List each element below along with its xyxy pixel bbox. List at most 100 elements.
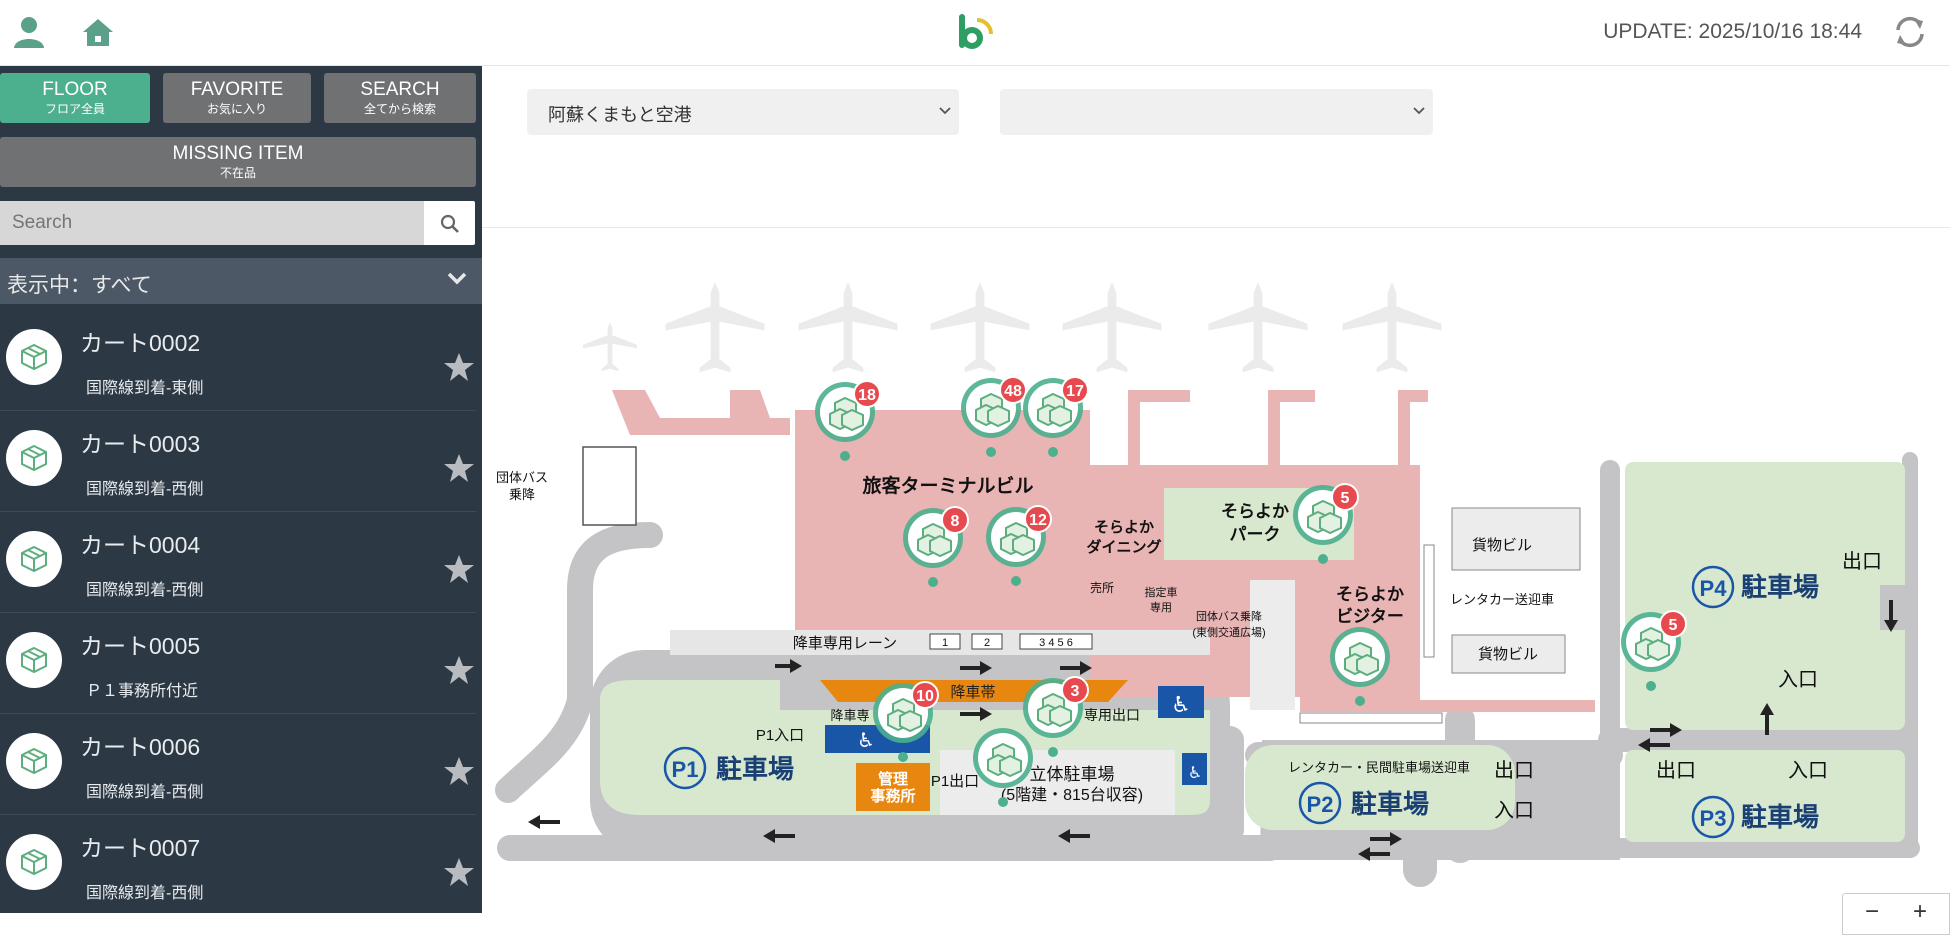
home-icon[interactable] bbox=[80, 14, 116, 50]
tab-favorite-label: FAVORITE bbox=[190, 79, 284, 100]
filter-dropdown[interactable]: 表示中：すべて bbox=[0, 258, 482, 304]
airplane-silhouettes bbox=[583, 282, 1442, 373]
cart-cluster-marker[interactable]: 18 bbox=[815, 380, 881, 461]
airplane-icon bbox=[1208, 282, 1308, 373]
missing-item-sublabel: 不在品 bbox=[219, 166, 256, 180]
missing-item-label: MISSING ITEM bbox=[172, 143, 304, 164]
search-icon bbox=[440, 214, 459, 233]
dining-building bbox=[1090, 510, 1160, 630]
cart-cluster-marker[interactable]: 48 bbox=[961, 376, 1027, 457]
arrow-down-icon bbox=[1884, 600, 1898, 632]
favorite-star-icon[interactable] bbox=[442, 350, 476, 384]
p4-parking-label: 駐車場 bbox=[1741, 572, 1819, 602]
cart-cluster-marker[interactable]: 5 bbox=[1293, 483, 1359, 564]
office-label-1: 管理 bbox=[878, 770, 908, 788]
floor-select[interactable] bbox=[1000, 89, 1433, 135]
arrow-left-icon bbox=[1638, 738, 1670, 752]
search-input[interactable] bbox=[0, 201, 424, 245]
gate-pier bbox=[1128, 390, 1140, 470]
dining-label-2: ダイニング bbox=[1086, 538, 1161, 556]
tab-search-sublabel: 全てから検索 bbox=[363, 102, 436, 116]
arrow-left-icon bbox=[763, 829, 795, 843]
zoom-out-button[interactable]: − bbox=[1865, 898, 1880, 925]
rental-bus-label: レンタカー送迎車 bbox=[1450, 592, 1554, 607]
p3-entrance-label: 入口 bbox=[1788, 760, 1828, 782]
p2-badge: P2 bbox=[1307, 792, 1334, 817]
count-badge bbox=[1061, 376, 1089, 404]
p1-parking-label: 駐車場 bbox=[716, 754, 794, 784]
airport-select-value: 阿蘇くまもと空港 bbox=[548, 105, 692, 125]
cart-cluster-marker[interactable]: 10 bbox=[873, 681, 939, 762]
count-badge bbox=[911, 681, 939, 709]
favorite-star-icon[interactable] bbox=[442, 653, 476, 687]
logo-icon bbox=[959, 14, 993, 49]
item-location: 国際線到着-西側 bbox=[86, 481, 204, 498]
p3-badge: P3 bbox=[1700, 806, 1727, 831]
arrow-right-icon bbox=[960, 661, 992, 675]
favorite-star-icon[interactable] bbox=[442, 451, 476, 485]
item-location: 国際線到着-西側 bbox=[86, 885, 204, 902]
airport-map[interactable]: ♿ ♿ ♿ 旅客ターミナルビル 団体バス 乗降 そらよか ダイニング 売所 そら… bbox=[482, 228, 1950, 913]
cart-cluster-marker[interactable]: 3 bbox=[1023, 676, 1089, 757]
arrow-right-icon bbox=[960, 707, 992, 721]
cargo-label-1: 貨物ビル bbox=[1472, 537, 1532, 554]
multistory-label-1: 立体駐車場 bbox=[1030, 765, 1115, 784]
zoom-in-button[interactable]: + bbox=[1913, 898, 1928, 925]
dropoff-short-label: 降車専 bbox=[830, 708, 869, 723]
item-name: カート0007 bbox=[80, 835, 201, 861]
airplane-icon bbox=[1062, 282, 1162, 373]
cart-cluster-marker[interactable]: 8 bbox=[903, 506, 969, 587]
count-badge bbox=[853, 380, 881, 408]
user-icon[interactable] bbox=[11, 14, 47, 50]
p2-entrance-label: 入口 bbox=[1494, 800, 1534, 822]
lane-box bbox=[929, 633, 961, 650]
favorite-star-icon[interactable] bbox=[442, 754, 476, 788]
office-box bbox=[856, 763, 930, 811]
cart-cluster-marker[interactable]: 5 bbox=[1621, 610, 1687, 691]
count-badge-label: 10 bbox=[916, 688, 934, 705]
favorite-star-icon[interactable] bbox=[442, 552, 476, 586]
p1-badge: P1 bbox=[672, 757, 699, 782]
cart-cluster-marker[interactable]: 12 bbox=[986, 505, 1052, 586]
item-location: Ｐ１事務所付近 bbox=[86, 683, 199, 700]
cart-cluster-marker[interactable] bbox=[973, 728, 1033, 807]
count-badge-label: 8 bbox=[951, 513, 960, 530]
shop-label: 売所 bbox=[1090, 580, 1114, 595]
p2-caption-label: レンタカー・民間駐車場送迎車 bbox=[1288, 760, 1470, 775]
gate-pier bbox=[1135, 390, 1190, 402]
p3-circle bbox=[1691, 795, 1735, 839]
tab-floor[interactable]: FLOOR フロア全員 bbox=[0, 73, 150, 123]
tab-favorite[interactable]: FAVORITE お気に入り bbox=[163, 73, 311, 123]
tab-floor-label: FLOOR bbox=[42, 79, 108, 100]
lane-box bbox=[971, 633, 1003, 650]
arrow-left-icon bbox=[1358, 847, 1390, 861]
count-badge-label: 3 bbox=[1071, 683, 1080, 700]
refresh-icon[interactable] bbox=[1892, 14, 1928, 50]
traffic-arrows bbox=[528, 600, 1898, 861]
top-bar: UPDATE: 2025/10/16 18:44 bbox=[0, 0, 1950, 66]
lane-number: 2 bbox=[984, 637, 990, 649]
arrow-left-icon bbox=[1058, 829, 1090, 843]
search-button[interactable] bbox=[424, 201, 475, 245]
arrow-up-icon bbox=[1760, 703, 1774, 735]
count-badge bbox=[1331, 483, 1359, 511]
airport-select[interactable]: 阿蘇くまもと空港 bbox=[527, 89, 959, 135]
tab-search[interactable]: SEARCH 全てから検索 bbox=[324, 73, 476, 123]
p2-parking bbox=[1245, 745, 1515, 830]
cart-cluster-marker[interactable]: 17 bbox=[1023, 376, 1089, 457]
list-item[interactable]: カート0007 国際線到着-西側 bbox=[0, 815, 476, 913]
cart-avatar-icon bbox=[6, 632, 62, 688]
cart-avatar-icon bbox=[6, 430, 62, 486]
cart-cluster-marker[interactable] bbox=[1330, 627, 1390, 706]
reserved-label-2: 専用 bbox=[1150, 601, 1172, 614]
chevron-down-icon bbox=[1413, 107, 1425, 115]
missing-item-button[interactable]: MISSING ITEM 不在品 bbox=[0, 137, 476, 187]
cargo-building-2 bbox=[1451, 634, 1566, 674]
airport-map-canvas[interactable]: ♿ ♿ ♿ 旅客ターミナルビル 団体バス 乗降 そらよか ダイニング 売所 そら… bbox=[482, 228, 1950, 913]
favorite-star-icon[interactable] bbox=[442, 855, 476, 889]
